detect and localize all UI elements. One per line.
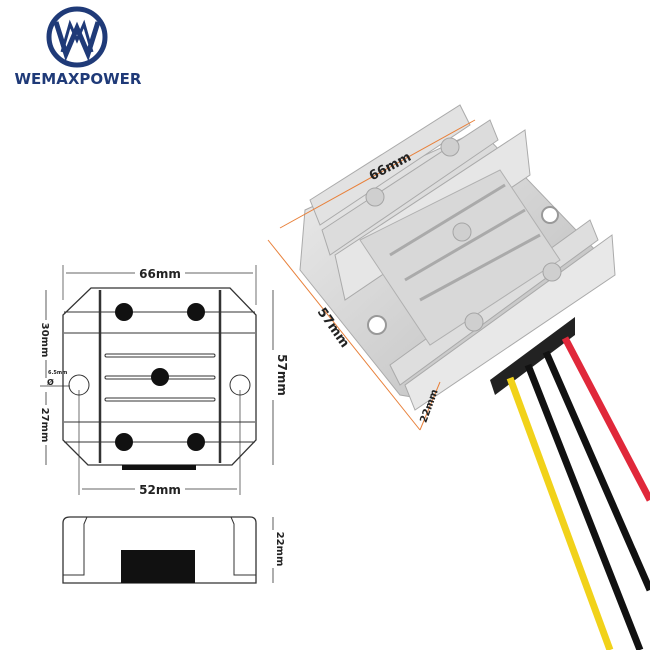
wire-yellow bbox=[506, 376, 614, 650]
upper-dim-label: 30mm bbox=[39, 323, 50, 358]
side-height-label: 22mm bbox=[274, 532, 285, 567]
diameter-symbol: Ø bbox=[47, 377, 54, 387]
top-height-label: 57mm bbox=[275, 354, 289, 396]
product-photo bbox=[267, 104, 650, 650]
hole-diameter-label: 6.5mm bbox=[48, 370, 67, 376]
brand-name: WEMAXPOWER bbox=[15, 70, 142, 88]
wire-black-2 bbox=[542, 350, 650, 592]
hole-spacing-label: 52mm bbox=[139, 483, 181, 497]
wire-red bbox=[561, 336, 650, 502]
brand-logo: WEMAXPOWER bbox=[15, 6, 142, 88]
lower-dim-label: 27mm bbox=[39, 408, 50, 443]
top-view-drawing bbox=[40, 265, 274, 495]
wire-black-1 bbox=[524, 363, 644, 650]
top-width-label: 66mm bbox=[139, 267, 181, 281]
side-view-drawing bbox=[62, 516, 274, 584]
